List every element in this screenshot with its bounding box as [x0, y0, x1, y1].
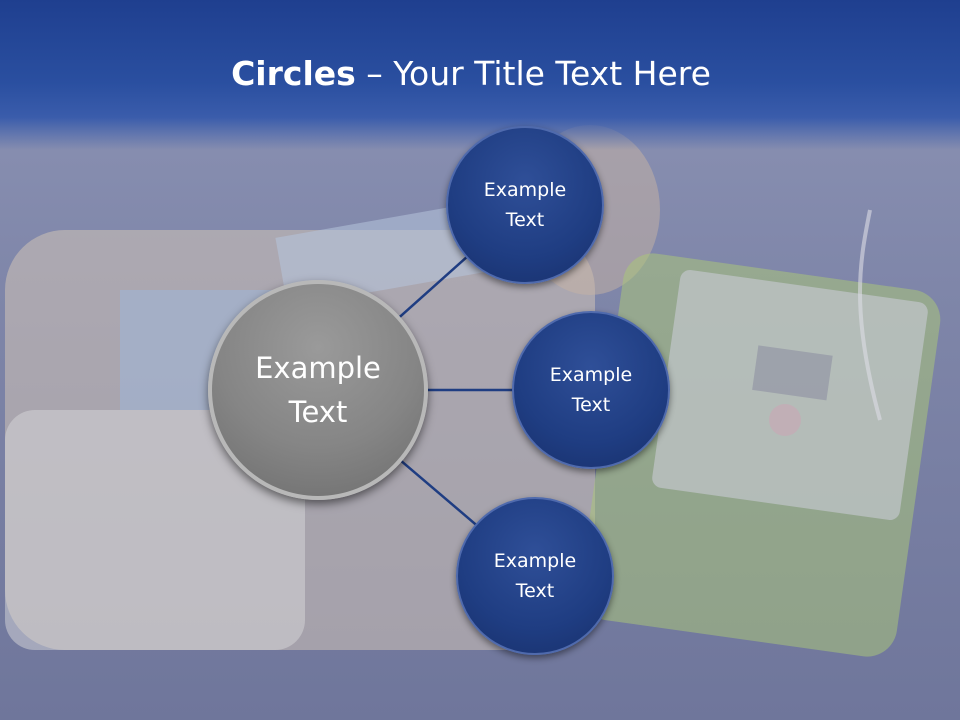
node-circle-middle[interactable]: Example Text [512, 311, 670, 469]
slide-title: Circles – Your Title Text Here [0, 52, 942, 96]
node-text-line1: Example [483, 179, 567, 201]
aed-heart-shape [769, 404, 801, 436]
title-bold: Circles [231, 54, 356, 93]
node-circle-top[interactable]: Example Text [446, 126, 604, 284]
node-circle-bottom[interactable]: Example Text [456, 497, 614, 655]
aed-cable-shape [858, 209, 882, 421]
hub-text-line1: Example [255, 351, 381, 385]
node-text-line1: Example [493, 550, 577, 572]
hub-circle[interactable]: Example Text [208, 280, 428, 500]
title-rest: – Your Title Text Here [355, 54, 711, 93]
node-text-line2: Text [515, 580, 555, 602]
node-text-line2: Text [505, 209, 545, 231]
aed-screen-shape [752, 345, 833, 401]
manikin-base-shape [5, 410, 305, 650]
title-bar [0, 0, 960, 150]
hub-text-line2: Text [288, 395, 348, 429]
node-text-line1: Example [549, 364, 633, 386]
node-text-line2: Text [571, 394, 611, 416]
